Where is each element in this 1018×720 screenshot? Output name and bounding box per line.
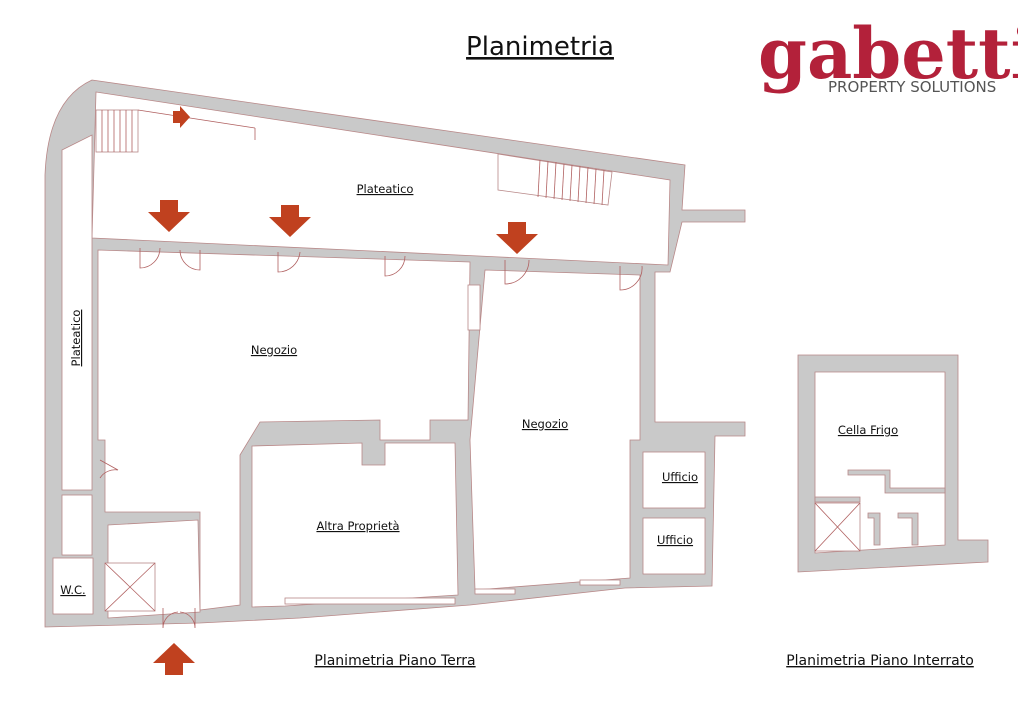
lift-shaft [104,562,156,612]
room-label-ufficio-2: Ufficio [657,533,693,547]
basement-partitions [814,469,946,546]
window-strip [284,284,621,605]
negozio-left-floor [97,249,471,611]
entrance-arrow-icon [269,205,311,237]
plateatico-side-floor [61,134,93,491]
ufficio-2-floor [642,517,706,575]
ground-floor-plan [44,79,746,629]
plateatico-top-floor [91,91,671,266]
stairs-icon [497,153,613,206]
stairs-icon [95,109,256,153]
room-label-negozio-right: Negozio [522,417,568,431]
room-label-altra-proprieta: Altra Proprietà [316,519,399,533]
ufficio-1-floor [642,451,706,509]
door-swing-icon [99,247,643,629]
entrance-arrow-icon [153,643,195,675]
entrance-arrows [148,106,538,675]
entrance-arrow-icon [148,200,190,232]
negozio-right-floor [469,269,641,591]
entrance-arrow-icon [496,222,538,254]
caption-basement: Planimetria Piano Interrato [786,653,974,669]
room-label-negozio-left: Negozio [251,343,297,357]
logo-wordmark: gabetti [758,12,1018,95]
room-label-plateatico-top: Plateatico [357,182,414,196]
room-label-plateatico-side: Plateatico [69,310,83,367]
wc-floor [52,557,94,615]
caption-ground-floor: Planimetria Piano Terra [314,653,475,669]
room-label-ufficio-1: Ufficio [662,470,698,484]
entrance-arrow-icon [173,106,190,128]
room-label-cella-frigo: Cella Frigo [838,423,898,437]
void-shaft [814,502,861,552]
corridor-floor [61,494,93,556]
room-label-wc: W.C. [60,583,85,597]
logo-tagline: PROPERTY SOLUTIONS [828,78,996,96]
basement-plan [797,354,989,573]
page-title: Planimetria [466,32,614,62]
altra-proprieta-floor [251,442,459,608]
gabetti-logo: gabetti PROPERTY SOLUTIONS [758,12,1018,96]
